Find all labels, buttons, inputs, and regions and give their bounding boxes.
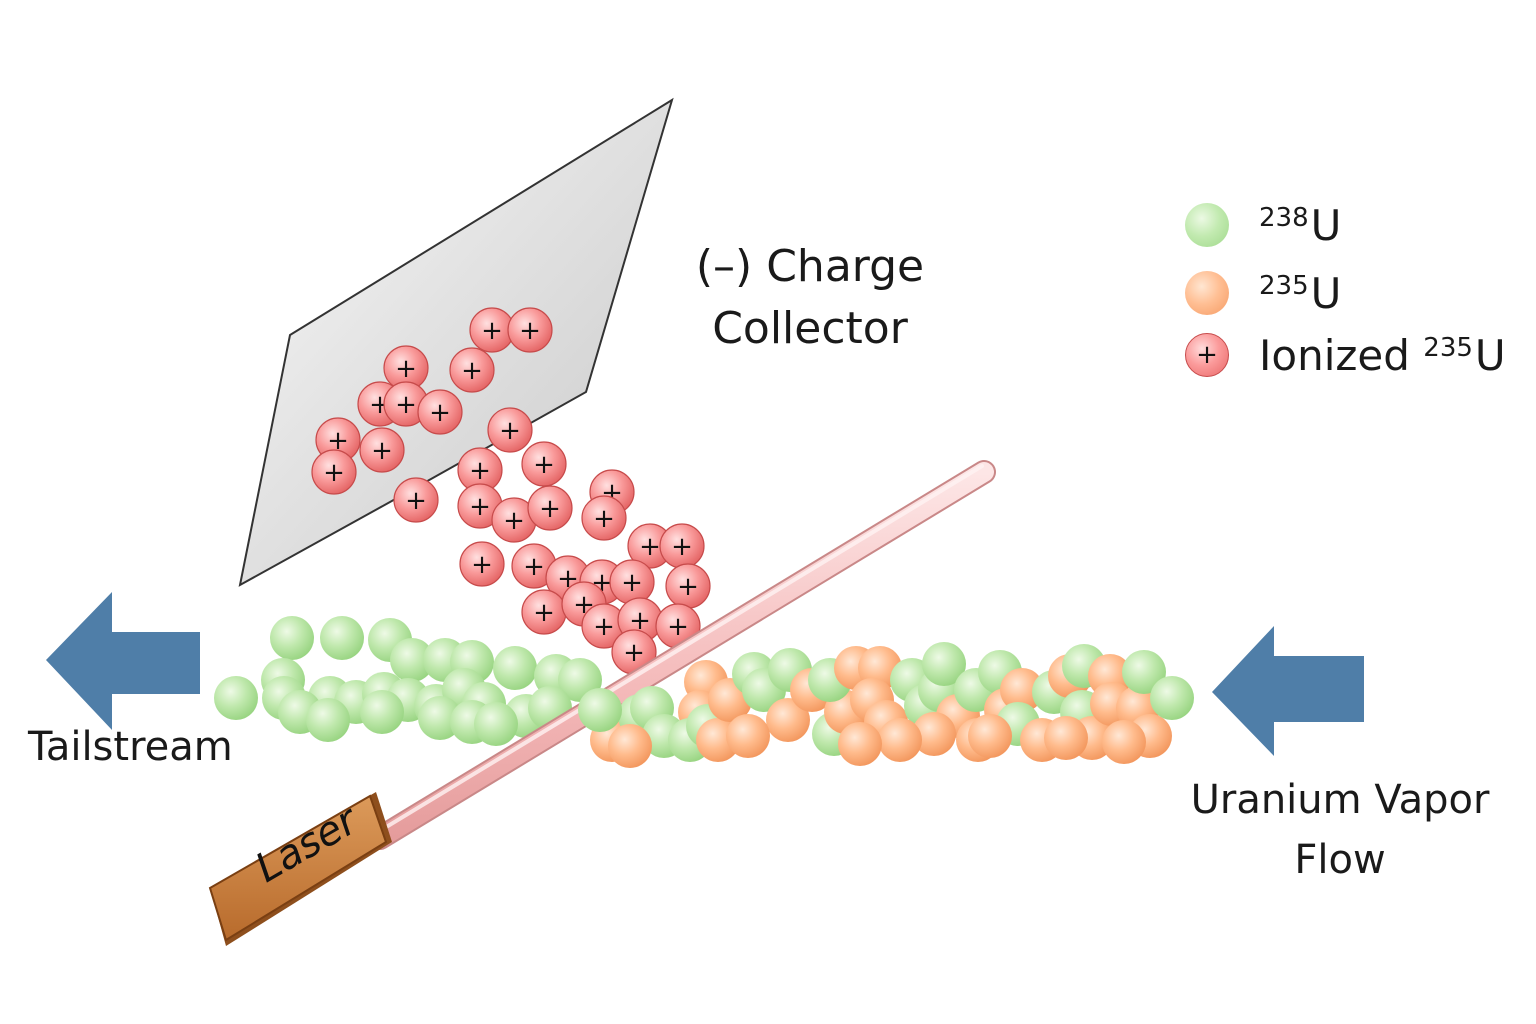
svg-text:+: + [523, 552, 545, 582]
svg-text:+: + [667, 612, 689, 642]
u238-atom [214, 676, 258, 720]
legend-item-u238: 238U [1185, 200, 1341, 250]
legend-item-u235: 235U [1185, 268, 1341, 318]
svg-text:+: + [629, 606, 651, 636]
vapor-flow-arrow [1212, 626, 1364, 756]
legend-label-ionized-u235: Ionized 235U [1259, 330, 1506, 380]
svg-text:+: + [469, 456, 491, 486]
ionized-u235-atom: + [457, 483, 503, 529]
ionized-u235-atom: + [665, 563, 711, 609]
charge-collector-label-line2: Collector [712, 303, 908, 354]
u235-atom [608, 724, 652, 768]
svg-text:+: + [499, 416, 521, 446]
u238-atom [270, 616, 314, 660]
vapor-atom-stream-front [578, 642, 1194, 768]
svg-text:+: + [593, 612, 615, 642]
u235-atom [878, 718, 922, 762]
ionized-u235-atom: + [521, 589, 567, 635]
svg-text:+: + [429, 398, 451, 428]
ionized-u235-atom: + [459, 541, 505, 587]
charge-collector-label-line1: (–) Charge [695, 241, 925, 292]
svg-text:+: + [539, 494, 561, 524]
ionized-u235-atom: + [383, 381, 429, 427]
svg-text:+: + [461, 356, 483, 386]
ionized-u235-atom: + [393, 477, 439, 523]
svg-text:+: + [323, 458, 345, 488]
svg-text:+: + [405, 486, 427, 516]
vapor-flow-label: Uranium Vapor Flow [1170, 770, 1510, 890]
svg-text:+: + [503, 506, 525, 536]
svg-text:+: + [671, 532, 693, 562]
svg-text:+: + [621, 568, 643, 598]
u235-atom [838, 722, 882, 766]
u235-atom [1102, 720, 1146, 764]
svg-text:+: + [623, 638, 645, 668]
svg-text:+: + [533, 450, 555, 480]
ionized-u235-atom: + [659, 523, 705, 569]
svg-text:+: + [639, 532, 661, 562]
u235-atom [912, 712, 956, 756]
svg-text:+: + [327, 426, 349, 456]
svg-text:+: + [371, 436, 393, 466]
charge-collector-label: (–) Charge Collector [690, 236, 930, 360]
laser-device [208, 792, 392, 946]
u235-atom [1044, 716, 1088, 760]
orange-atom-icon [1185, 271, 1229, 315]
ionized-u235-atom: + [487, 407, 533, 453]
u235-atom [968, 714, 1012, 758]
legend-item-ionized-u235: + Ionized 235U [1185, 330, 1506, 380]
ionized-u235-atom: + [417, 389, 463, 435]
u238-atom [922, 642, 966, 686]
vapor-flow-label-line1: Uranium Vapor [1190, 777, 1490, 823]
svg-text:+: + [677, 572, 699, 602]
svg-text:+: + [395, 354, 417, 384]
u238-atom [360, 690, 404, 734]
svg-text:+: + [481, 316, 503, 346]
ionized-u235-atom: + [311, 449, 357, 495]
u235-atom [1000, 668, 1044, 712]
ionized-u235-atom: + [527, 485, 573, 531]
svg-text:+: + [533, 598, 555, 628]
vapor-atom-stream-back [214, 616, 602, 746]
ionized-u235-atom: + [469, 307, 515, 353]
u238-atom [578, 688, 622, 732]
svg-text:+: + [519, 316, 541, 346]
ionized-u235-atom: + [611, 629, 657, 675]
ionized-u235-atom: + [449, 347, 495, 393]
ionized-u235-atom: + [457, 447, 503, 493]
u238-atom [1122, 650, 1166, 694]
svg-text:+: + [593, 504, 615, 534]
ionized-u235-atom: + [383, 345, 429, 391]
u238-atom [493, 646, 537, 690]
legend-label-u238: 238U [1259, 200, 1342, 250]
u238-atom [1150, 676, 1194, 720]
ion-cloud: +++++++++++++++++++++++++++++++++ [311, 307, 711, 675]
tailstream-arrow [46, 592, 200, 730]
u238-atom [418, 696, 462, 740]
ionized-u235-atom: + [521, 441, 567, 487]
u235-atom [726, 714, 770, 758]
u238-atom [390, 638, 434, 682]
u238-atom [474, 702, 518, 746]
ionized-u235-atom: + [581, 603, 627, 649]
ionized-u235-atom: + [511, 543, 557, 589]
ionized-u235-atom: + [581, 495, 627, 541]
u238-atom [320, 616, 364, 660]
ionized-u235-atom: + [491, 497, 537, 543]
ion-atom-icon: + [1185, 333, 1229, 377]
legend-label-u235: 235U [1259, 268, 1342, 318]
svg-text:+: + [469, 492, 491, 522]
svg-text:+: + [395, 390, 417, 420]
vapor-flow-label-line2: Flow [1294, 837, 1386, 883]
ionized-u235-atom: + [609, 559, 655, 605]
laser-beam [368, 460, 996, 850]
green-atom-icon [1185, 203, 1229, 247]
ionized-u235-atom: + [359, 427, 405, 473]
svg-text:+: + [471, 550, 493, 580]
ionized-u235-atom: + [507, 307, 553, 353]
u235-atom [766, 698, 810, 742]
u238-atom [306, 698, 350, 742]
tailstream-label: Tailstream [28, 724, 233, 770]
